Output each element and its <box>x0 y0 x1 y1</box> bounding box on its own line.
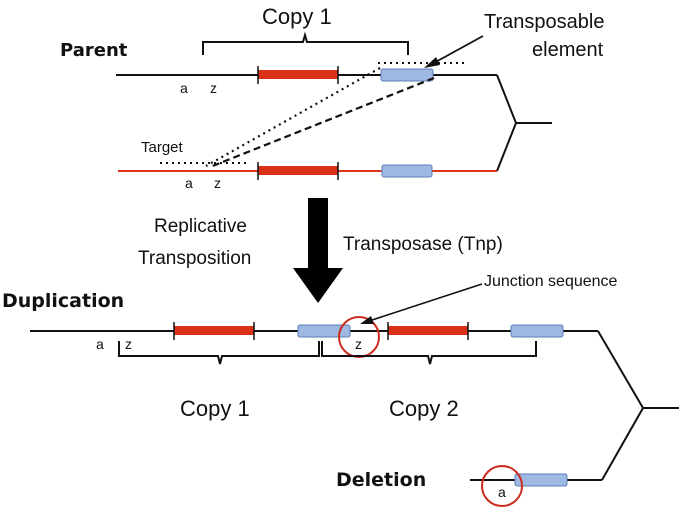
target-transposable-element <box>381 164 433 178</box>
copy1-top-label: Copy 1 <box>262 4 332 29</box>
dup-marker-a: a <box>96 336 104 352</box>
target-gene-block <box>258 166 338 175</box>
junction-sequence-label: Junction sequence <box>484 273 618 290</box>
replicative-label-line1: Replicative <box>154 216 247 237</box>
replication-arrow <box>293 198 343 303</box>
dup-transposable-element-2 <box>510 324 564 338</box>
transposase-label: Transposase (Tnp) <box>343 234 503 255</box>
replicative-label-line2: Transposition <box>138 248 251 269</box>
deletion-marker-a: a <box>498 484 506 500</box>
dup-gene-block-1 <box>174 326 254 335</box>
parent-transposable-element <box>380 68 434 82</box>
target-label: Target <box>141 139 184 156</box>
junction-arrow-line <box>368 283 483 322</box>
copy1-bottom-brace <box>118 341 320 365</box>
dashed-insertion-line <box>209 76 435 169</box>
dup-marker-z-junction: z <box>355 336 362 352</box>
dup-deletion-bracket <box>597 330 679 481</box>
te-arrow-line <box>431 35 484 65</box>
parent-gene-block <box>258 70 338 79</box>
copy1-top-brace <box>202 31 409 55</box>
transposable-element-label-line1: Transposable <box>484 11 604 33</box>
copy1-bottom-label: Copy 1 <box>180 396 250 421</box>
duplication-label: Duplication <box>2 290 124 312</box>
parent-target-bracket <box>496 74 552 172</box>
target-marker-z: z <box>214 175 221 191</box>
parent-marker-z: z <box>210 80 217 96</box>
dup-transposable-element-1 <box>297 324 351 338</box>
parent-label: Parent <box>60 40 128 61</box>
deletion-label: Deletion <box>336 469 426 491</box>
junction-arrow-head <box>360 316 374 324</box>
dotted-insertion-line <box>205 67 381 167</box>
copy2-bottom-label: Copy 2 <box>389 396 459 421</box>
dup-marker-z-left: z <box>125 336 132 352</box>
copy2-bottom-brace <box>321 341 537 365</box>
dup-gene-block-2 <box>388 326 468 335</box>
parent-marker-a: a <box>180 80 188 96</box>
transposable-element-label-line2: element <box>532 39 604 61</box>
te-arrow-head <box>424 57 440 68</box>
target-marker-a: a <box>185 175 193 191</box>
deletion-circle <box>481 465 523 507</box>
deletion-transposable-element <box>514 473 568 487</box>
